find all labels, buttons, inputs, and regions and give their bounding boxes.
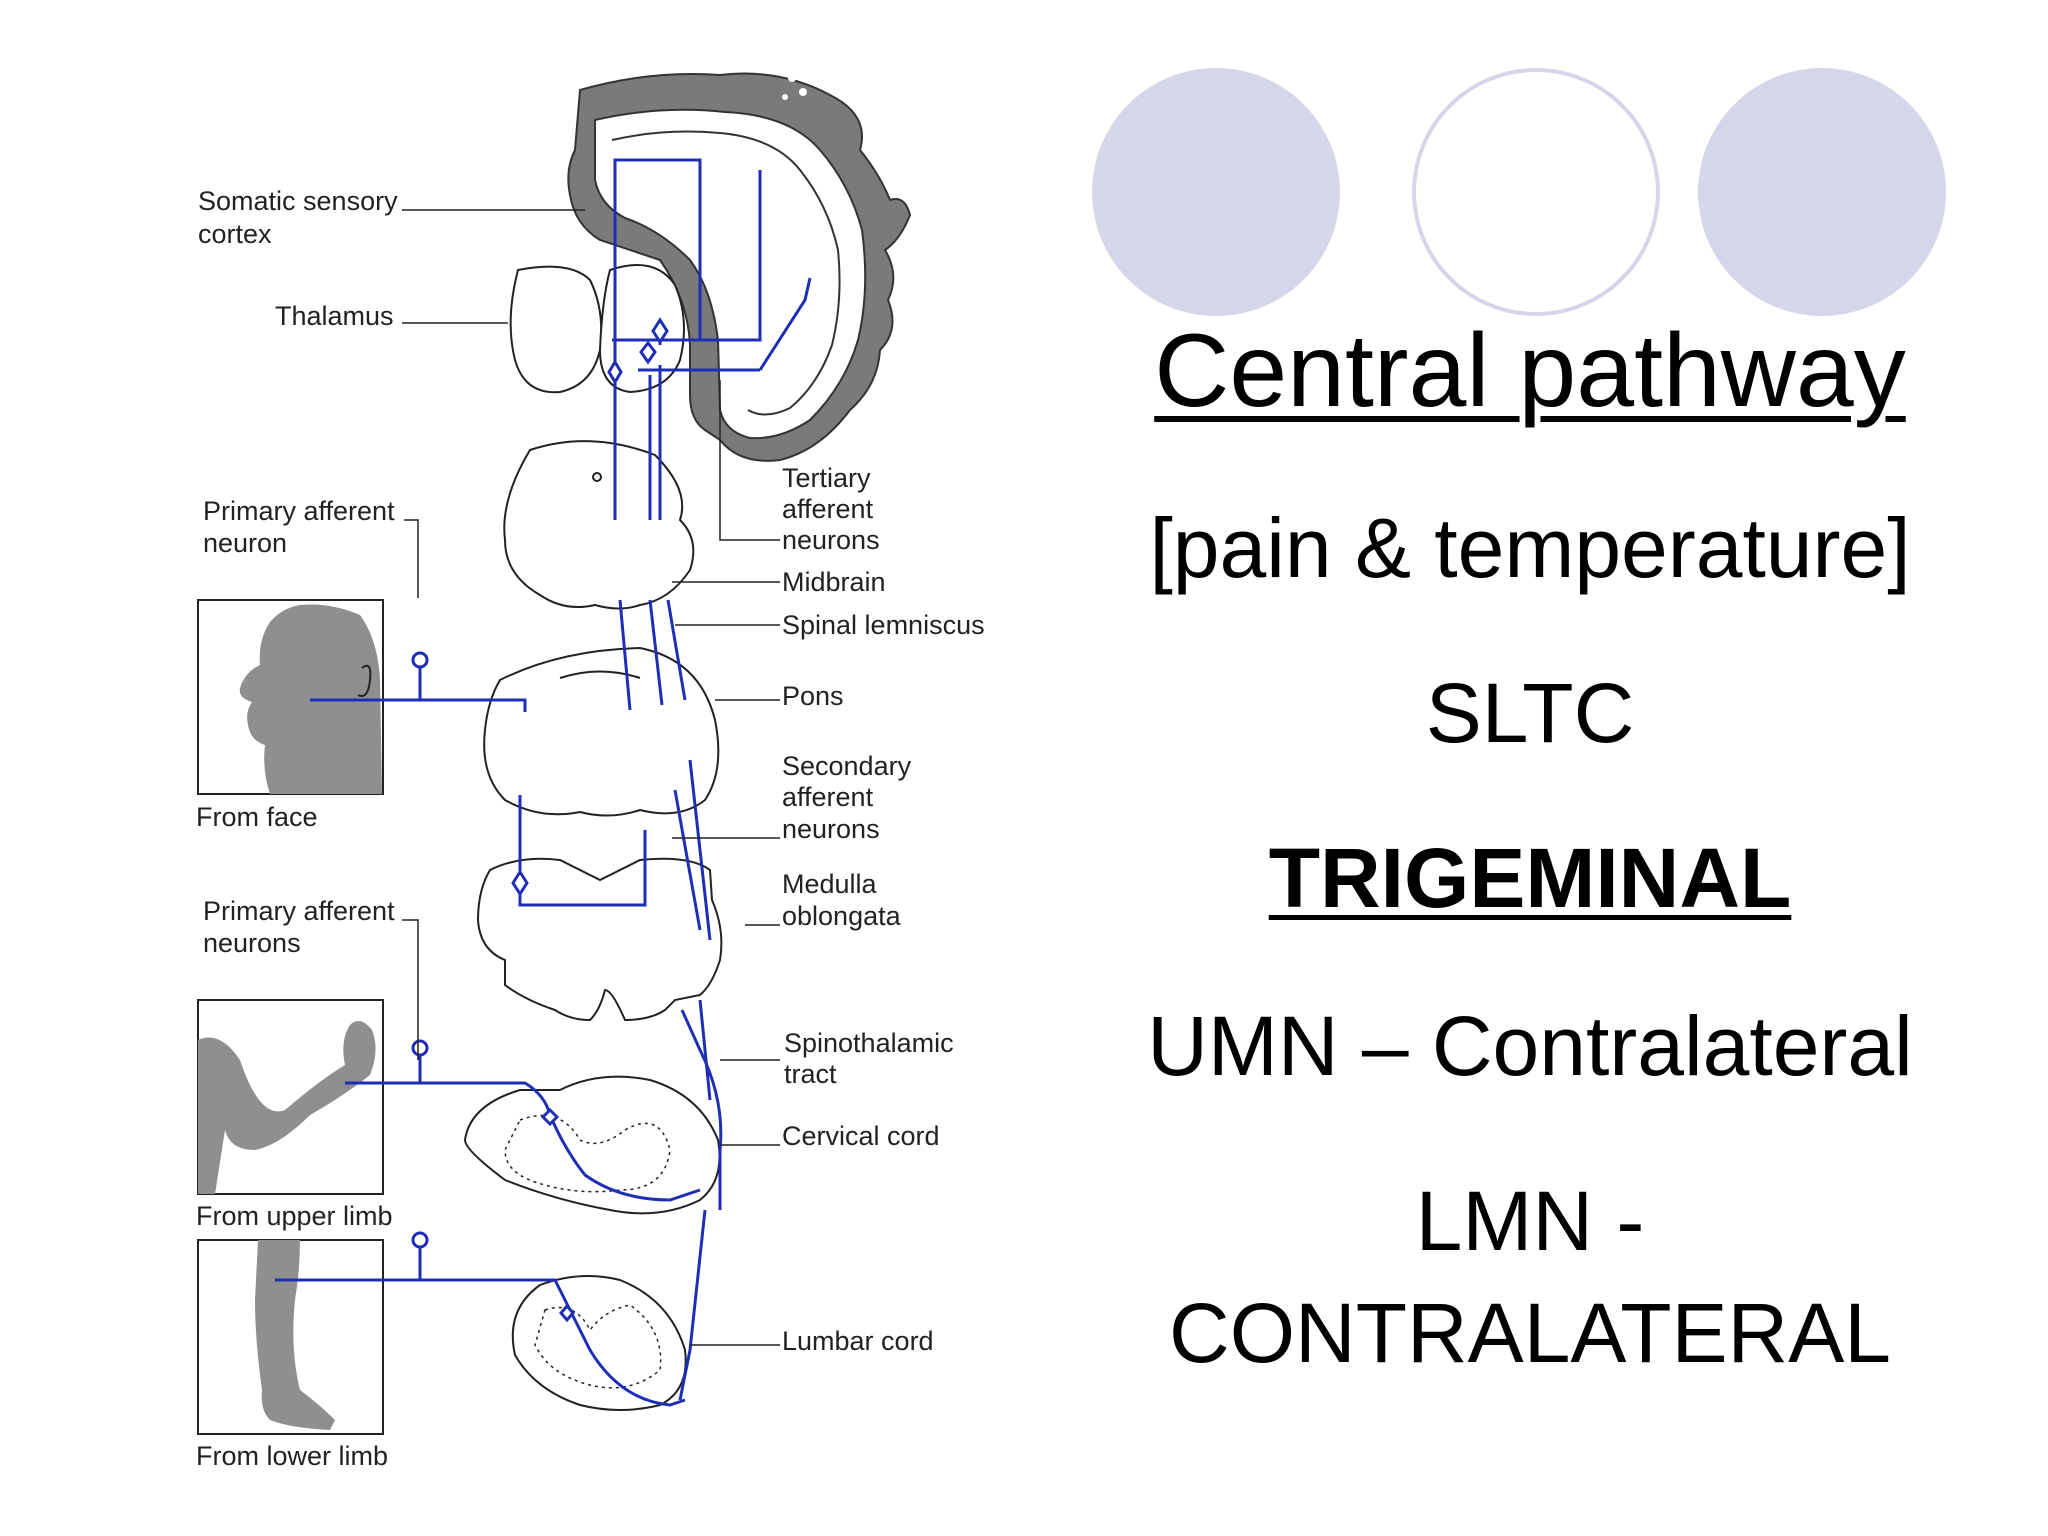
cell-bodies: [511, 317, 669, 1323]
midbrain-aqueduct: [592, 472, 602, 482]
subtitle-pain-temperature: [pain & temperature]: [1149, 501, 1911, 595]
label-spinothalamic-1: Spinothalamic: [784, 1028, 954, 1058]
pons: [483, 646, 720, 817]
lumbar-cord: [511, 1275, 687, 1411]
upper-limb-panel: [197, 999, 384, 1195]
label-lumbar-cord: Lumbar cord: [782, 1326, 934, 1356]
label-tertiary-3: neurons: [782, 525, 880, 555]
label-primary-afferents-2: neurons: [203, 928, 301, 958]
label-somatic-sensory-2: cortex: [198, 219, 272, 249]
text-lmn-line-2: CONTRALATERAL: [1169, 1286, 1891, 1380]
upper-limb-silhouette: [198, 1021, 376, 1194]
lower-limb-panel: [197, 1239, 384, 1435]
label-from-lower-limb: From lower limb: [196, 1441, 388, 1471]
text-lmn-line-1: LMN -: [1415, 1174, 1645, 1268]
text-trigeminal: TRIGEMINAL: [1268, 831, 1792, 925]
text-lmn-contralateral: LMN - CONTRALATERAL: [1100, 1165, 1960, 1389]
label-medulla-2: oblongata: [782, 901, 902, 931]
cervical-cord: [463, 1075, 721, 1215]
decorative-circle-filled-left: [1092, 68, 1340, 316]
label-secondary-3: neurons: [782, 814, 880, 844]
text-umn-contralateral: UMN – Contralateral: [1147, 999, 1913, 1093]
label-pons: Pons: [782, 681, 844, 711]
label-secondary-1: Secondary: [782, 751, 912, 781]
label-thalamus: Thalamus: [275, 301, 394, 331]
decorative-circle-outline: [1412, 68, 1660, 316]
somatic-sensory-cortex: [567, 72, 912, 462]
decorative-circle-filled-right: [1698, 68, 1946, 316]
lower-limb-silhouette: [255, 1240, 335, 1430]
label-somatic-sensory-1: Somatic sensory: [198, 186, 398, 216]
thalamus: [509, 264, 685, 394]
midbrain: [503, 440, 695, 610]
label-primary-afferents-1: Primary afferent: [203, 896, 395, 926]
diagram-labels: Somatic sensory cortex Thalamus Primary …: [196, 186, 985, 1471]
face-panel: [197, 599, 384, 795]
leader-lines: [402, 209, 780, 1346]
text-sltc: SLTC: [1425, 666, 1635, 760]
label-from-upper-limb: From upper limb: [196, 1201, 393, 1231]
label-midbrain: Midbrain: [782, 567, 886, 597]
slide-title: Central pathway: [1154, 313, 1906, 429]
label-primary-afferent-1: Primary afferent: [203, 496, 395, 526]
label-from-face: From face: [196, 802, 318, 832]
label-medulla-1: Medulla: [782, 869, 878, 899]
label-primary-afferent-2: neuron: [203, 528, 287, 558]
label-secondary-2: afferent: [782, 782, 874, 812]
pathway-diagram: Somatic sensory cortex Thalamus Primary …: [196, 72, 985, 1471]
label-cervical-cord: Cervical cord: [782, 1121, 940, 1151]
label-tertiary-2: afferent: [782, 494, 874, 524]
label-tertiary-1: Tertiary: [782, 463, 871, 493]
label-spinal-lemniscus: Spinal lemniscus: [782, 610, 985, 640]
label-spinothalamic-2: tract: [784, 1059, 837, 1089]
medulla-oblongata: [476, 857, 723, 1022]
